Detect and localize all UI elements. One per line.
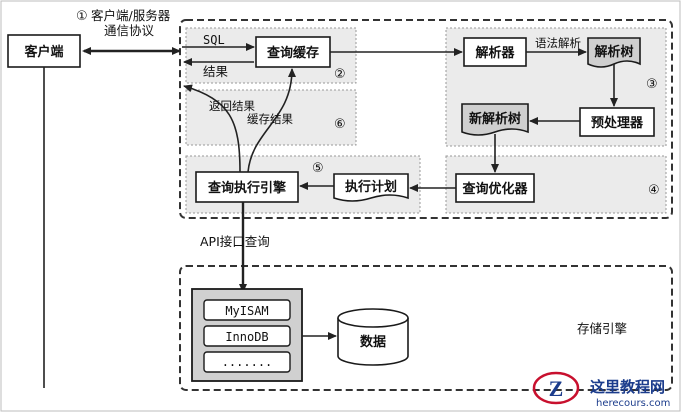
step6-marker: ⑥ (334, 117, 346, 132)
cache-result-arrow (247, 68, 296, 173)
server-boundary (179, 19, 673, 219)
data-label: 数据 (360, 334, 386, 350)
engine-myisam-box (203, 299, 291, 321)
api-query-label: API接口查询 (200, 234, 270, 249)
optimizer-label: 查询优化器 (461, 181, 528, 197)
query-cache-label: 查询缓存 (266, 45, 319, 61)
protocol-line2: 通信协议 (104, 23, 155, 38)
exec-plan-label: 执行计划 (345, 179, 397, 195)
preprocessor-box (579, 107, 655, 137)
watermark-ring (532, 371, 580, 405)
client-label: 客户端 (24, 44, 63, 60)
engine-more-box (203, 351, 291, 373)
new-parse-tree-label: 新解析树 (469, 111, 521, 127)
step2-marker: ② (334, 67, 346, 82)
exec-engine-label: 查询执行引擎 (207, 180, 286, 196)
optimizer-box (455, 173, 535, 203)
new-parse-tree-doc (461, 103, 529, 136)
engine-innodb-box (203, 325, 291, 347)
engine-more-label: ....... (222, 355, 273, 369)
watermark-url: herecours.com (596, 398, 670, 409)
cache-result-label: 缓存结果 (247, 112, 293, 126)
storage-engine-label: 存储引擎 (577, 321, 627, 336)
data-cylinder-body (337, 318, 409, 366)
syntax-parse-label: 语法解析 (535, 36, 581, 50)
return-result-arrow (183, 84, 241, 173)
step3-marker: ③ (646, 77, 658, 92)
storage-boundary (179, 265, 673, 391)
exec-engine-box (195, 171, 299, 203)
parser-box (463, 37, 527, 67)
result-label: 结果 (203, 64, 229, 79)
watermark-cn: 这里教程网 (590, 378, 665, 396)
parser-label: 解析器 (474, 45, 515, 61)
step5-marker: ⑤ (312, 161, 324, 176)
parse-tree-doc (587, 37, 641, 68)
client-box (7, 34, 81, 68)
engine-innodb-label: InnoDB (225, 330, 268, 344)
step4-marker: ④ (648, 183, 660, 198)
preprocessor-label: 预处理器 (591, 115, 644, 131)
protocol-num: ① (76, 9, 88, 24)
watermark-logo: Z 这里教程网 herecours.com (532, 371, 670, 409)
exec-plan-doc (333, 173, 409, 202)
data-cylinder-top (337, 308, 409, 328)
return-result-label: 返回结果 (209, 99, 255, 113)
protocol-line1: 客户端/服务器 (91, 8, 171, 23)
sql-label: SQL (203, 33, 225, 47)
parse-tree-label: 解析树 (593, 44, 633, 60)
watermark-z-icon: Z (549, 376, 564, 401)
engine-myisam-label: MyISAM (225, 304, 268, 318)
